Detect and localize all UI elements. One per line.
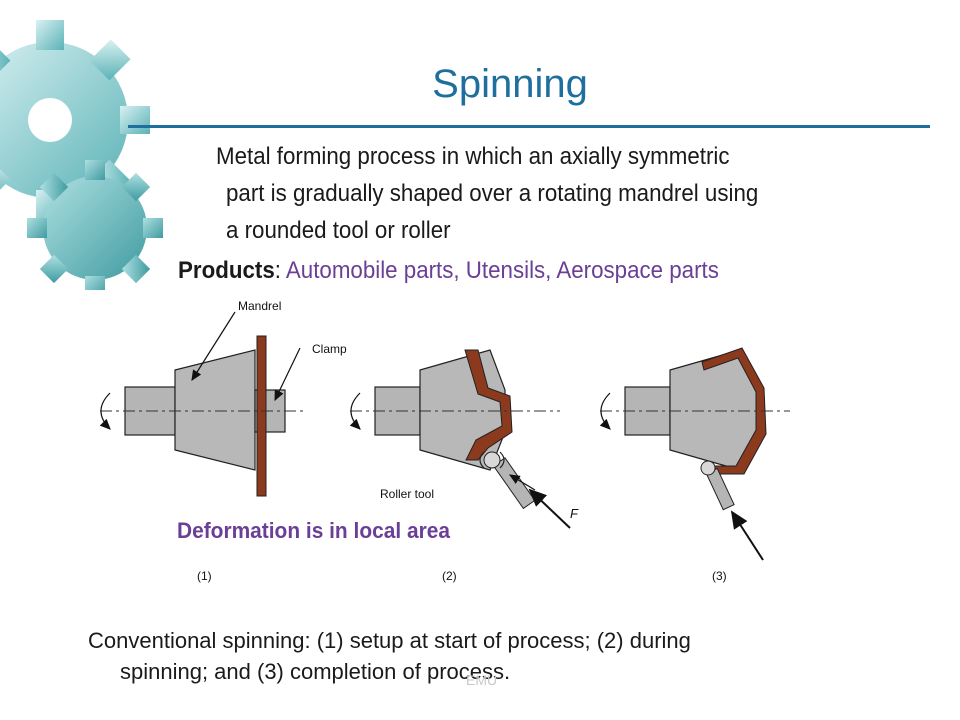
- stage-label-3: (3): [712, 569, 727, 583]
- slide-title: Spinning: [432, 62, 588, 106]
- title-divider: [128, 125, 930, 128]
- definition-line-3: a rounded tool or roller: [226, 217, 451, 244]
- stage-2-diagram: Roller tool F: [349, 349, 579, 529]
- stage-3-diagram: [599, 347, 790, 561]
- roller-tool-label: Roller tool: [380, 487, 434, 501]
- products-separator: :: [274, 257, 286, 284]
- products-value: Automobile parts, Utensils, Aerospace pa…: [285, 257, 719, 284]
- force-label: F: [570, 506, 579, 521]
- mandrel-label: Mandrel: [238, 299, 281, 313]
- workpiece-forming: [464, 349, 513, 461]
- caption-line-2: spinning; and (3) completion of process.: [120, 659, 511, 684]
- footer-text: EMU: [466, 672, 498, 688]
- caption-line-1: Conventional spinning: (1) setup at star…: [88, 628, 691, 653]
- stage-label-2: (2): [442, 569, 457, 583]
- roller-tool-final: [700, 460, 735, 511]
- deformation-note: Deformation is in local area: [177, 518, 450, 543]
- products-label: Products: [178, 257, 275, 284]
- stage-label-1: (1): [197, 569, 212, 583]
- small-gear-icon: [27, 160, 163, 290]
- products-line: Products: Automobile parts, Utensils, Ae…: [178, 252, 719, 289]
- roller-tool: [479, 451, 536, 510]
- mandrel: [174, 349, 256, 471]
- definition-line-1: Metal forming process in which an axiall…: [216, 143, 730, 170]
- gear-decoration: [0, 20, 163, 290]
- stage-1-diagram: Mandrel Clamp: [99, 299, 347, 497]
- workpiece-blank: [256, 335, 267, 497]
- definition-line-2: part is gradually shaped over a rotating…: [226, 180, 759, 207]
- clamp-label: Clamp: [312, 342, 347, 356]
- spinning-figure: Mandrel Clamp Roller tool F (1) (2): [99, 299, 790, 583]
